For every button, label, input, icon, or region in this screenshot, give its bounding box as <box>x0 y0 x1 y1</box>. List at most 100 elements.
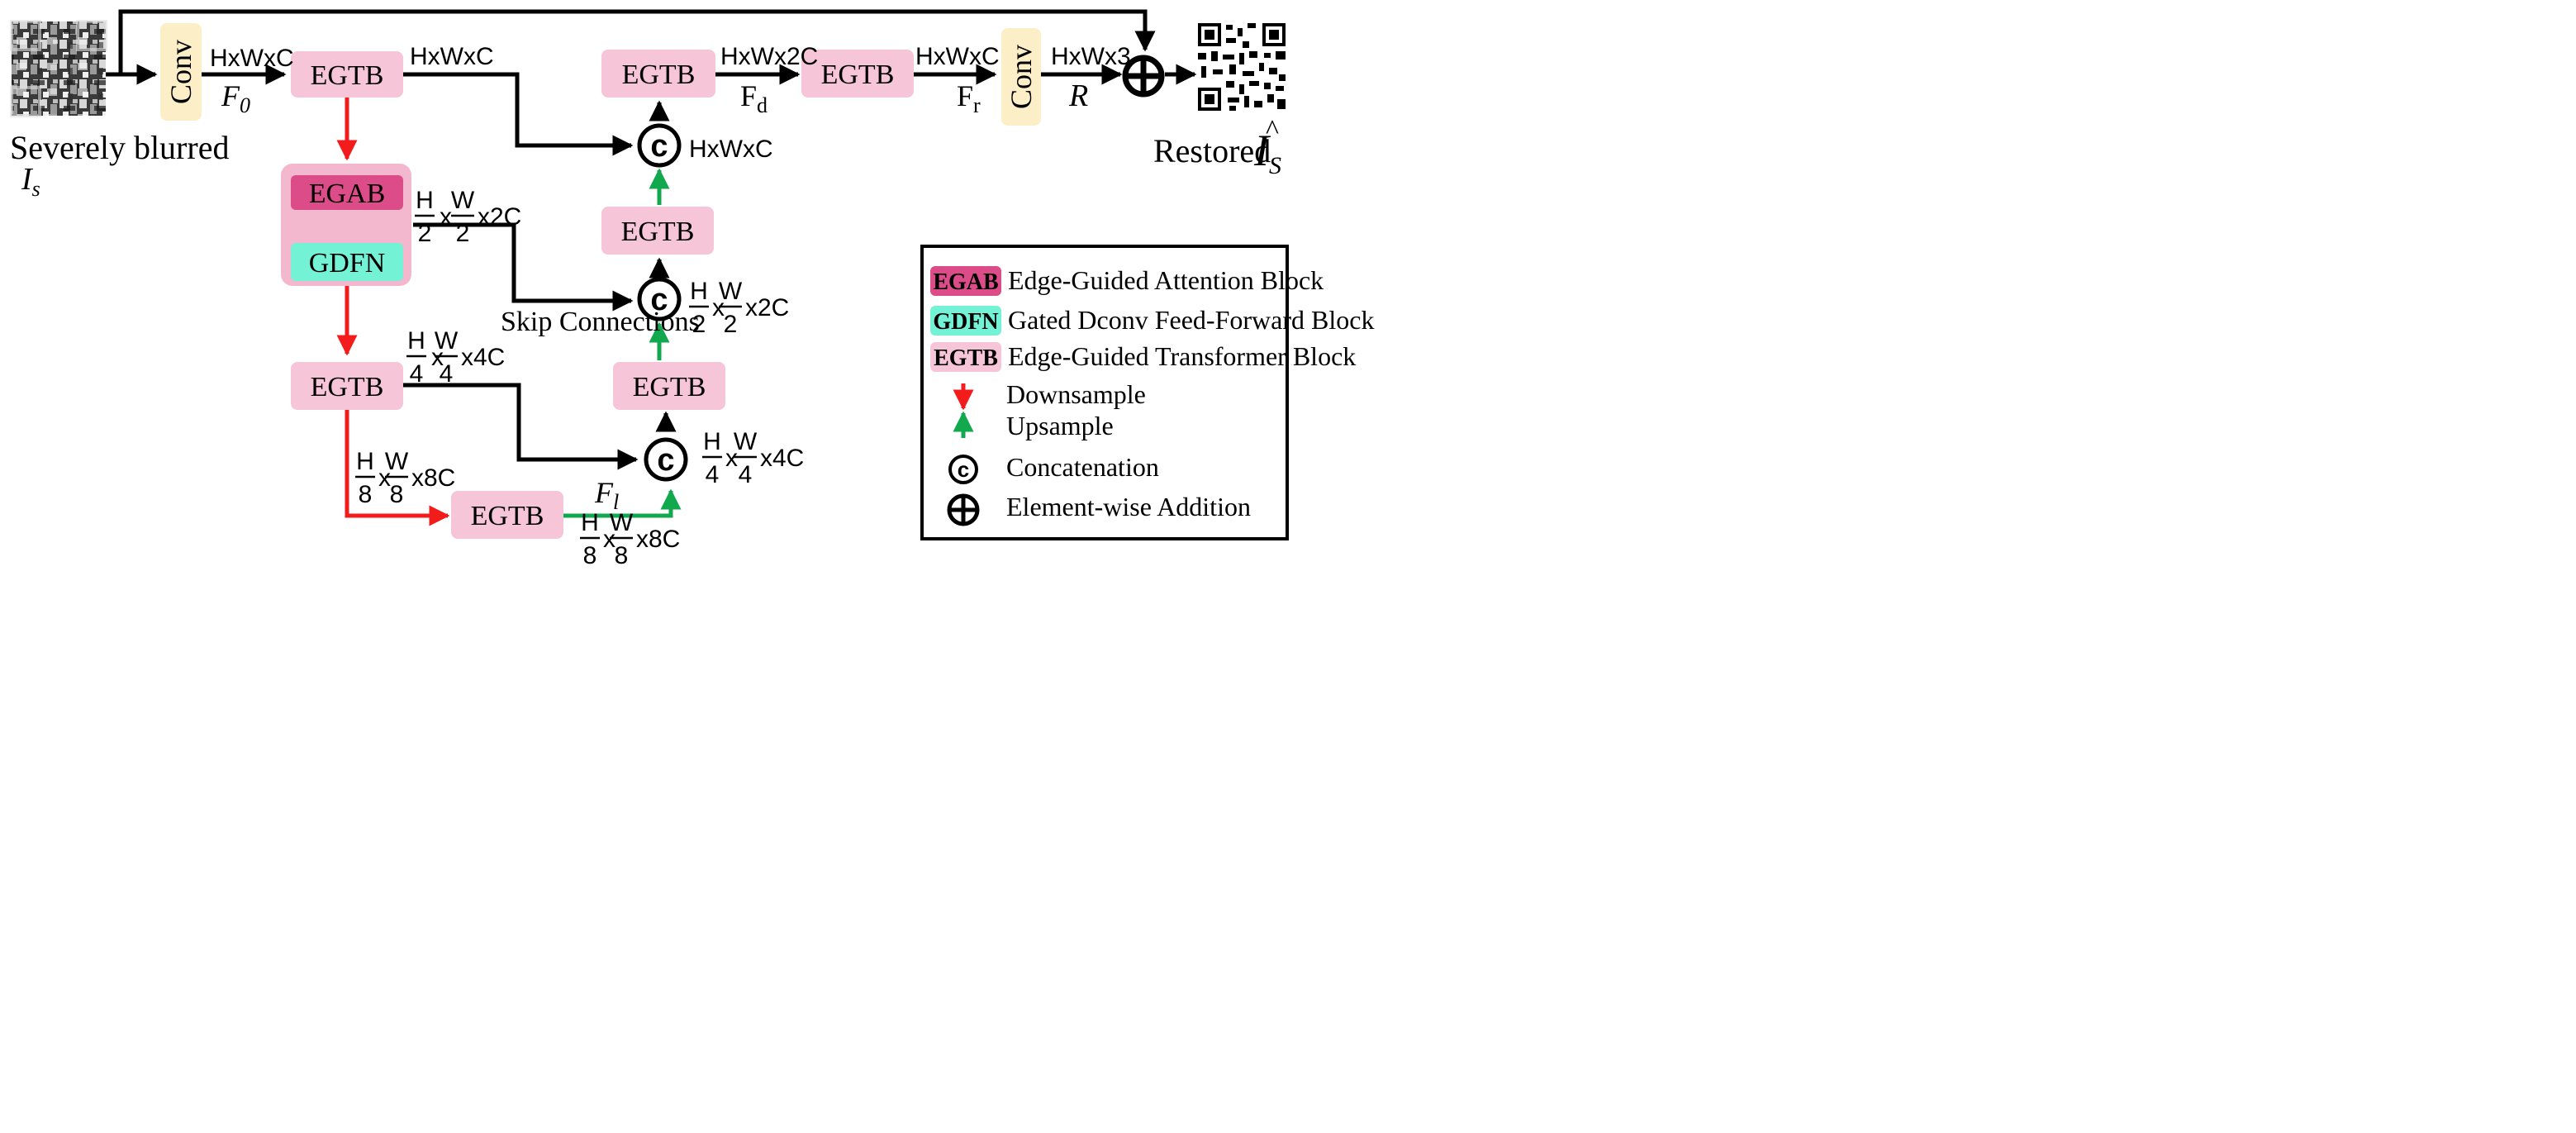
svg-text:c: c <box>650 283 668 317</box>
svg-text:x: x <box>712 294 725 321</box>
svg-text:H: H <box>416 187 434 214</box>
fraction-label-enc2: H 2 x W 2 x2C <box>415 187 521 247</box>
svg-text:H: H <box>407 327 425 355</box>
feature-f0: F0 <box>221 79 250 117</box>
svg-text:2: 2 <box>692 311 706 338</box>
svg-text:x: x <box>603 526 615 553</box>
legend-egtb-swatch <box>930 342 1001 372</box>
svg-text:2: 2 <box>724 311 738 338</box>
feature-fl: Fl <box>594 476 619 514</box>
egab-label: EGAB <box>309 179 386 209</box>
svg-text:x: x <box>431 344 444 371</box>
size-label-hwc-2: HxWxC <box>410 43 494 70</box>
svg-text:W: W <box>385 448 409 475</box>
svg-text:H: H <box>581 509 599 536</box>
svg-text:x4C: x4C <box>461 344 505 371</box>
feature-r: R <box>1068 79 1088 113</box>
fraction-label-enc3: H 4 x W 4 x4C <box>406 327 505 388</box>
legend-egtb-desc: Edge-Guided Transformer Block <box>1008 341 1356 371</box>
size-label-hwc-4: HxWxC <box>915 43 1000 70</box>
svg-text:c: c <box>657 443 674 478</box>
fraction-label-dec2: H 2 x W 2 x2C <box>689 278 789 338</box>
size-label-hw3: HxWx3 <box>1051 43 1131 70</box>
legend-egtb-tag: EGTB <box>934 345 998 371</box>
egtb-refine-block <box>801 50 914 98</box>
concat-node-3: c <box>644 437 688 482</box>
egtb-enc1-block <box>291 51 403 98</box>
egtb-dec3-block <box>613 362 725 410</box>
upsample-connections <box>562 168 682 518</box>
legend-upsample-desc: Upsample <box>1006 411 1114 440</box>
svg-text:4: 4 <box>410 360 424 388</box>
svg-text:x: x <box>725 445 738 472</box>
svg-text:8: 8 <box>583 542 597 569</box>
egtb-latent-label: EGTB <box>471 501 544 531</box>
svg-text:W: W <box>734 428 758 455</box>
svg-text:x2C: x2C <box>478 203 521 231</box>
size-label-hwc-3: HxWxC <box>689 136 773 163</box>
egtb-enc3-label: EGTB <box>311 372 384 402</box>
svg-text:W: W <box>435 327 459 355</box>
egtb-dec2-block <box>601 207 714 255</box>
output-symbol: IS <box>1253 126 1281 179</box>
svg-text:2: 2 <box>456 220 470 247</box>
svg-text:H: H <box>703 428 721 455</box>
legend-egab-tag: EGAB <box>933 269 998 295</box>
skip-connections-label: Skip Connections <box>501 307 700 337</box>
svg-text:8: 8 <box>359 481 373 508</box>
svg-text:4: 4 <box>739 461 753 488</box>
svg-text:W: W <box>610 509 634 536</box>
legend-egab-swatch <box>930 266 1001 296</box>
egtb-latent-block <box>451 491 563 539</box>
feature-fd: Fd <box>740 79 768 117</box>
conv-in-label: Conv <box>164 40 197 104</box>
legend-add-icon <box>947 493 980 526</box>
input-image <box>10 20 107 117</box>
legend-gdfn-swatch <box>930 306 1001 336</box>
legend-concat-desc: Concatenation <box>1006 452 1159 482</box>
concat-node-2: c <box>637 277 682 321</box>
egtb-dec2-label: EGTB <box>621 217 695 247</box>
fraction-label-dec3: H 4 x W 4 x4C <box>702 428 804 488</box>
feature-fr: Fr <box>957 79 981 117</box>
conv-out-block <box>1001 28 1041 126</box>
legend-gdfn-tag: GDFN <box>933 309 998 335</box>
conv-in-block <box>160 23 202 121</box>
conv-out-label: Conv <box>1005 45 1038 109</box>
fraction-label-latent-out: H 8 x W 8 x8C <box>580 509 680 569</box>
downsample-connections <box>336 98 450 526</box>
egab-block <box>291 175 403 210</box>
svg-text:c: c <box>650 129 668 164</box>
black-connections <box>106 9 1197 470</box>
size-label-hw2c: HxWx2C <box>720 43 818 70</box>
gdfn-block <box>291 243 403 281</box>
gdfn-label: GDFN <box>309 248 386 278</box>
svg-text:H: H <box>356 448 374 475</box>
egtb-refine-label: EGTB <box>821 60 895 90</box>
egtb-dec1-block <box>601 50 715 98</box>
concat-node-1: c <box>637 123 682 168</box>
output-hat: ^ <box>1266 115 1279 145</box>
legend: EGAB Edge-Guided Attention Block GDFN Ga… <box>920 245 1374 540</box>
legend-concat-icon: c <box>948 455 978 484</box>
svg-text:4: 4 <box>440 360 454 388</box>
add-node <box>1122 55 1165 98</box>
svg-text:x: x <box>378 464 391 492</box>
svg-text:x8C: x8C <box>411 464 455 492</box>
egtb-enc3-block <box>291 362 403 410</box>
fraction-label-latent-in: H 8 x W 8 x8C <box>355 448 455 508</box>
legend-downsample-desc: Downsample <box>1006 379 1146 409</box>
svg-text:8: 8 <box>390 481 404 508</box>
svg-text:x: x <box>440 203 452 231</box>
legend-gdfn-desc: Gated Dconv Feed-Forward Block <box>1008 305 1374 335</box>
svg-text:c: c <box>958 457 969 482</box>
size-label-hwc-1: HxWxC <box>210 45 294 72</box>
svg-text:8: 8 <box>615 542 629 569</box>
input-caption: Severely blurred <box>10 129 229 166</box>
legend-add-desc: Element-wise Addition <box>1006 492 1251 521</box>
egtb-enc1-label: EGTB <box>311 60 384 91</box>
svg-text:x8C: x8C <box>636 526 680 553</box>
svg-text:H: H <box>690 278 708 305</box>
svg-text:W: W <box>719 278 743 305</box>
